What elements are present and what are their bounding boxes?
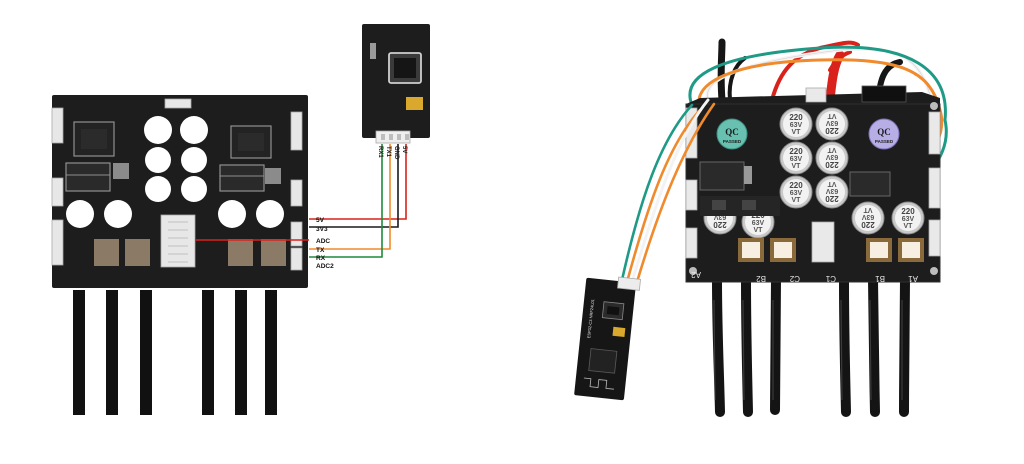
pin-label-adc: ADC <box>316 238 330 245</box>
pin-label-5v: 5V <box>316 217 325 224</box>
capacitor-mark: VT <box>754 227 764 234</box>
module-pin-rx1: RX1 <box>377 146 383 158</box>
capacitor-mark: VT <box>827 180 837 187</box>
capacitor-mark: 220 <box>789 147 803 156</box>
phase-wires <box>712 275 910 417</box>
phase-label-c1: C1 <box>825 274 836 283</box>
capacitor-face <box>783 145 809 171</box>
module-pin-labels: 5V GND TX1 RX1 <box>377 146 407 160</box>
wire-tx <box>309 144 391 250</box>
module-pin-gnd: GND <box>393 146 399 160</box>
capacitor-mark: 63V <box>713 213 726 220</box>
capacitor-face <box>895 205 921 231</box>
pin-label-adc2: ADC2 <box>316 263 334 270</box>
module-pin-tx1: TX1 <box>385 146 391 158</box>
board-connectors <box>51 98 303 271</box>
capacitor-mark: 220 <box>901 207 915 216</box>
capacitor-mark: VT <box>792 163 802 170</box>
qc-stickers: QC PASSED QC PASSED <box>716 118 900 150</box>
driver-chips <box>65 121 281 192</box>
capacitor-mark: 220 <box>861 220 875 229</box>
pin-label-tx: TX <box>316 247 325 254</box>
capacitor-face <box>819 179 845 205</box>
wiring-lines <box>195 144 407 258</box>
capacitor-mark: 220 <box>825 160 839 169</box>
qc-mark-left: QC <box>725 127 739 137</box>
wire-gnd <box>309 144 399 228</box>
capacitor-mark: 63V <box>902 216 915 223</box>
wire-5v <box>309 144 407 220</box>
wire-rx <box>309 144 383 258</box>
capacitor-mark: 63V <box>825 153 838 160</box>
power-inductors <box>94 239 286 266</box>
motor-leads <box>73 290 277 415</box>
phase-label-b1: B1 <box>875 274 885 283</box>
capacitor-mark: 220 <box>713 220 727 229</box>
capacitor-face <box>855 205 881 231</box>
capacitor-mark: 63V <box>790 122 803 129</box>
phase-label-a1: A1 <box>908 274 918 283</box>
capacitor-mark: VT <box>827 112 837 119</box>
capacitor-mark: 63V <box>825 119 838 126</box>
capacitor-mark: 220 <box>825 126 839 135</box>
inductors-photo <box>738 238 924 262</box>
capacitor-mark: 63V <box>790 190 803 197</box>
phase-label-b2: B2 <box>756 274 766 283</box>
capacitor-face <box>783 179 809 205</box>
capacitor-mark: VT <box>863 206 873 213</box>
qc-mark-right: QC <box>877 127 891 137</box>
pin-label-3v3: 3V3 <box>316 226 328 233</box>
capacitor-mark: 63V <box>790 156 803 163</box>
qc-passed-right: PASSED <box>875 139 894 144</box>
capacitor-mark: VT <box>827 146 837 153</box>
capacitors-drawing <box>66 116 284 228</box>
phase-label-c2: C2 <box>789 274 800 283</box>
capacitor-face <box>783 111 809 137</box>
module-cable <box>620 98 716 284</box>
capacitor-mark: 63V <box>752 220 765 227</box>
capacitor-mark: 63V <box>861 213 874 220</box>
qc-passed-left: PASSED <box>723 139 742 144</box>
controller-board-drawing <box>51 95 308 288</box>
phase-label-a2: A2 <box>691 270 701 279</box>
phase-labels: A2 B2 C2 C1 B1 A1 <box>691 270 918 283</box>
pin-label-rx: RX <box>316 255 326 262</box>
module-silk-text: ESP32-C3 NRF24L01 <box>586 298 595 338</box>
wireless-module-photo: ESP32-C3 NRF24L01 <box>574 276 641 401</box>
capacitor-mark: 220 <box>789 181 803 190</box>
capacitor-mark: VT <box>792 129 802 136</box>
module-pin-5v: 5V <box>401 146 407 153</box>
capacitor-mark: 220 <box>789 113 803 122</box>
capacitor-mark: 220 <box>825 194 839 203</box>
capacitor-face <box>819 111 845 137</box>
schematic-drawing: 5V 3V3 ADC TX RX ADC2 5V GND TX1 RX1 <box>51 24 430 415</box>
capacitor-mark: VT <box>904 223 914 230</box>
capacitor-face <box>819 145 845 171</box>
capacitor-mark: VT <box>792 197 802 204</box>
capacitor-mark: 63V <box>825 187 838 194</box>
pin-labels: 5V 3V3 ADC TX RX ADC2 <box>316 217 334 270</box>
wireless-module-drawing <box>362 24 430 144</box>
